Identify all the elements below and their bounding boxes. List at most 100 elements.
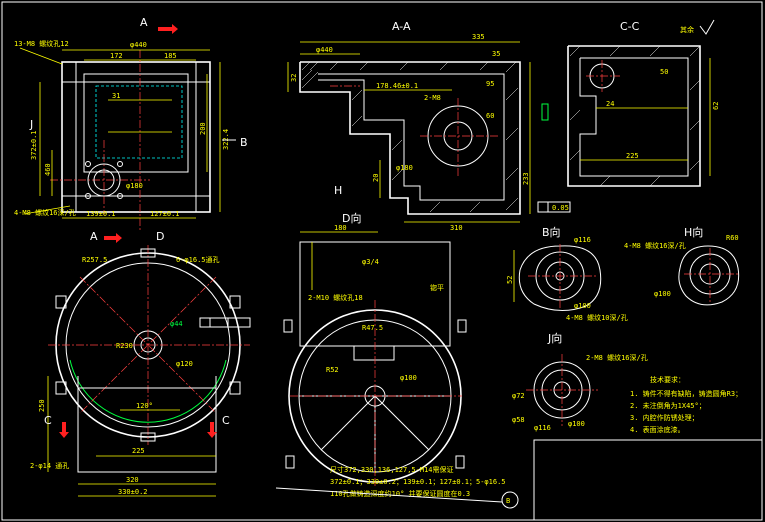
- label-c-left: C: [44, 414, 52, 427]
- section-aa-outline: [299, 61, 521, 215]
- tech-req-item-4: 4. 表面涂底漆。: [630, 425, 685, 434]
- label-h-marker: H: [334, 184, 342, 197]
- dim-d-100: φ100: [400, 374, 417, 382]
- tech-req-item-3: 3. 内腔作防锈处理；: [630, 413, 699, 422]
- dim-front-127: 127±0.1: [150, 210, 180, 218]
- dim-aa-20: 20: [372, 174, 380, 182]
- dim-bottom-r257: R257.5: [82, 256, 107, 264]
- title-block: [533, 439, 763, 521]
- dim-h-r60: R60: [726, 234, 739, 242]
- label-section-cc: C-C: [620, 20, 640, 33]
- label-section-aa: A-A: [392, 20, 411, 33]
- dim-aa-tol: 0.05: [552, 204, 569, 212]
- dim-front-372: 372±0.1: [30, 130, 38, 160]
- dim-aa-35: 35: [492, 50, 500, 58]
- dim-aa-32: 32: [290, 74, 298, 82]
- dim-front-172: 172: [110, 52, 123, 60]
- dim-front-200: 200: [199, 122, 207, 135]
- b-view-outline: [518, 245, 602, 311]
- front-view-hidden-cavity: [95, 85, 183, 159]
- dim-cc-62: 62: [712, 102, 720, 110]
- dim-d-r52: R52: [326, 366, 339, 374]
- arrow-a-bottom: [104, 233, 122, 243]
- note-front-bottom: 4-M8 螺纹16深/孔: [14, 208, 76, 217]
- dim-aa-178: 178.46±0.1: [376, 82, 418, 90]
- dim-d-r47: R47.5: [362, 324, 383, 332]
- arrow-c-right: [207, 422, 217, 438]
- dim-aa-310: 310: [450, 224, 463, 232]
- dim-cc-24: 24: [606, 100, 614, 108]
- dim-aa-m8: 2-M8: [424, 94, 441, 102]
- section-cc-view: C-C 其余 225 24 62 50: [541, 19, 720, 187]
- tech-req-title: 技术要求：: [650, 375, 685, 384]
- section-aa-hatch: [301, 61, 519, 213]
- dim-bottom-120: φ120: [176, 360, 193, 368]
- dim-front-185: 185: [164, 52, 177, 60]
- dim-j-58: φ58: [512, 416, 525, 424]
- dim-aa-440: φ440: [316, 46, 333, 54]
- label-a-bottom: A: [90, 230, 98, 243]
- dim-bottom-330: 330±0.2: [118, 488, 148, 496]
- dim-aa-95: 95: [486, 80, 494, 88]
- note-line-1: 尺寸372,330,136,127,5-M14需保证: [330, 465, 454, 474]
- label-h-view: H向: [684, 225, 703, 239]
- dim-front-460: 460: [44, 163, 52, 176]
- d-view: D向 180 2-M10 螺纹孔18 φ3/4 R47.5 φ100 R52 锪…: [275, 211, 519, 509]
- front-view-bore: [87, 163, 121, 197]
- note-b-2: 4-M8 螺纹10深/孔: [566, 313, 628, 322]
- h-view-outline: [678, 245, 740, 306]
- j-view: J向 2-M8 螺纹16深/孔 φ72 φ58 φ116 φ100: [512, 331, 648, 432]
- dim-bottom-320: 320: [126, 476, 139, 484]
- tech-req-item-1: 1. 铸件不得有缺陷，铸造圆角R3；: [630, 389, 742, 398]
- dim-aa-180: φ180: [396, 164, 413, 172]
- label-j-view: J向: [547, 331, 562, 345]
- label-j-marker: J: [29, 118, 33, 131]
- dim-bottom-r230: R230: [116, 342, 133, 350]
- dim-b-116: φ116: [574, 236, 591, 244]
- label-a-top: A: [140, 16, 148, 29]
- dim-aa-233: 233: [522, 172, 530, 185]
- note-bottom-holes-m: 2-φ14 通孔: [30, 461, 69, 470]
- note-d-bolt: 2-M10 螺纹孔18: [308, 293, 363, 302]
- tech-req-item-2: 2. 未注倒角为1X45°；: [630, 401, 706, 410]
- dim-front-31: 31: [112, 92, 120, 100]
- h-view: H向 R60 φ100: [654, 225, 740, 306]
- section-cc-outline: [567, 45, 701, 187]
- dim-j-100: φ100: [568, 420, 585, 428]
- label-d-view: D向: [342, 211, 361, 225]
- note-bottom-holes: 6-φ16.5通孔: [176, 255, 220, 264]
- dim-b-100: φ100: [574, 302, 591, 310]
- dim-front-180: φ180: [126, 182, 143, 190]
- label-b-view: B向: [542, 225, 561, 239]
- dim-h-100: φ100: [654, 290, 671, 298]
- label-b-marker: B: [240, 136, 248, 149]
- dim-d-180: 180: [334, 224, 347, 232]
- dim-bottom-angle: 120°: [136, 402, 153, 410]
- dim-aa-60: 60: [486, 112, 494, 120]
- roughness-symbol: [699, 19, 715, 35]
- dim-cc-50: 50: [660, 68, 668, 76]
- dim-bottom-225: 225: [132, 447, 145, 455]
- label-c-right: C: [222, 414, 230, 427]
- dim-b-52: 52: [506, 276, 514, 284]
- front-view: φ440 172 185 31 372±0.1 460 322.4 200 13…: [14, 39, 230, 230]
- note-d-spotface: 锪平: [430, 283, 444, 292]
- tech-requirements: 技术要求： 1. 铸件不得有缺陷，铸造圆角R3； 2. 未注倒角为1X45°； …: [630, 375, 742, 434]
- bottom-view: R257.5 R230 6-φ16.5通孔 φ120 225 320 330±0…: [30, 245, 251, 497]
- section-aa-view: A-A 335 φ440 178.46±0.1: [287, 20, 571, 232]
- label-d-marker: D: [156, 230, 164, 243]
- dim-d-m34: φ3/4: [362, 258, 379, 266]
- note-line-3: 110孔做铸造深度约10° 并要保证圆度在0.3: [330, 489, 470, 498]
- note-j: 2-M8 螺纹16深/孔: [586, 353, 648, 362]
- dim-front-322: 322.4: [222, 129, 230, 150]
- dim-aa-335: 335: [472, 33, 485, 41]
- arrow-c-left: [59, 422, 69, 438]
- arrow-a-top: [158, 24, 178, 34]
- note-b-1: 4-M8 螺纹16深/孔: [624, 241, 686, 250]
- dim-j-116: φ116: [534, 424, 551, 432]
- b-view: B向 φ116 φ100 52 4-M8 螺纹16深/孔 4-M8 螺纹10深/…: [506, 225, 686, 322]
- dim-front-139: 139±0.1: [86, 210, 116, 218]
- dim-front-width: φ440: [130, 41, 147, 49]
- dim-cc-225: 225: [626, 152, 639, 160]
